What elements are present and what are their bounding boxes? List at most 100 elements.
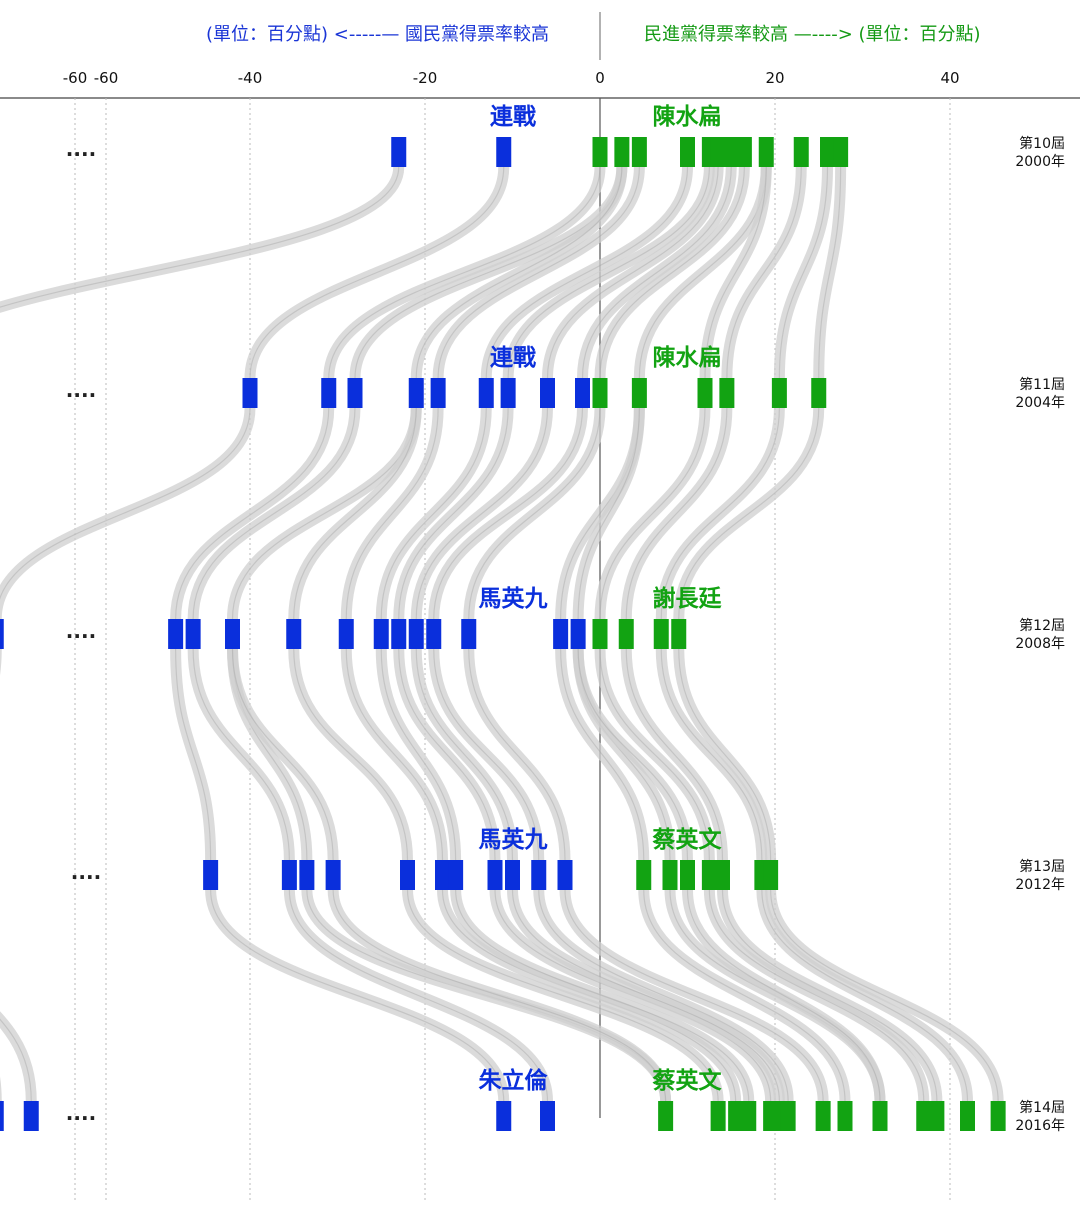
flow-line-core <box>485 166 689 379</box>
flow-line <box>283 889 553 1102</box>
kmt-district-bar <box>448 860 464 890</box>
flow-line-core <box>770 889 999 1102</box>
flow-line <box>594 407 711 620</box>
flow-line-core <box>625 407 728 620</box>
flow-line <box>717 889 943 1102</box>
election-year-label: 2012年 <box>1015 877 1065 893</box>
flow-line <box>0 166 405 313</box>
dpp-district-bar <box>811 378 827 408</box>
flow-line-core <box>175 648 212 861</box>
kmt-district-bar <box>540 378 555 408</box>
flow-line <box>410 648 518 861</box>
flow-line <box>187 648 295 861</box>
flow-line <box>673 407 825 620</box>
dpp-district-bar <box>741 1101 757 1131</box>
flow-line-core <box>249 166 505 379</box>
kmt-district-bar <box>540 1101 555 1131</box>
dpp-district-bar <box>780 1101 796 1131</box>
kmt-district-bar <box>391 137 407 167</box>
dpp-district-bar <box>990 1101 1006 1131</box>
flow-line-core <box>625 648 724 861</box>
dpp-district-bar <box>736 137 752 167</box>
dpp-district-bar <box>710 1101 726 1131</box>
flow-line <box>572 407 645 620</box>
flow-line-core <box>415 166 623 379</box>
x-tick-label: 0 <box>595 69 605 87</box>
flow-line-core <box>678 648 772 861</box>
flow-line-core <box>660 648 763 861</box>
flow-line-core <box>778 166 829 379</box>
kmt-candidate-name: 馬英九 <box>479 585 548 612</box>
kmt-district-bar <box>487 860 503 890</box>
dpp-district-bar <box>662 860 678 890</box>
flow-line <box>594 648 715 861</box>
flow-line-core <box>599 407 706 620</box>
flow-line <box>620 648 728 861</box>
flow-line <box>555 648 650 861</box>
flow-line <box>375 648 462 861</box>
flow-line-core <box>192 407 356 620</box>
flow-line-core <box>437 166 640 379</box>
flow-line <box>323 166 606 379</box>
flow-line <box>187 407 361 620</box>
dpp-candidate-name: 謝長廷 <box>653 585 723 612</box>
flow-line-core <box>398 407 509 620</box>
kmt-district-bar <box>500 378 516 408</box>
kmt-district-bar <box>496 1101 512 1131</box>
dpp-district-bar <box>771 378 787 408</box>
dpp-district-bar <box>763 860 779 890</box>
kmt-district-bar <box>321 378 337 408</box>
flow-line-core <box>406 889 719 1102</box>
overflow-marker: .... <box>66 1101 96 1125</box>
flow-line-core <box>708 889 925 1102</box>
dpp-district-bar <box>719 378 735 408</box>
flow-line <box>288 648 413 861</box>
dpp-candidate-name: 蔡英文 <box>652 1067 723 1094</box>
dpp-district-bar <box>710 137 726 167</box>
flow-line <box>703 889 930 1102</box>
x-tick-label: 20 <box>765 69 784 87</box>
kmt-district-bar <box>281 860 297 890</box>
flow-line-core <box>332 889 667 1102</box>
dpp-district-bar <box>820 137 835 167</box>
kmt-district-bar <box>338 619 354 649</box>
dpp-district-bar <box>723 137 739 167</box>
flow-line <box>428 407 588 620</box>
flow-line <box>393 407 514 620</box>
flow-line <box>765 889 1004 1102</box>
kmt-district-bar <box>373 619 389 649</box>
flow-line <box>463 407 606 620</box>
overflow-marker: .... <box>66 378 96 402</box>
election-year-label: 2004年 <box>1015 395 1065 411</box>
flow-line <box>170 648 217 861</box>
dpp-district-bar <box>671 619 687 649</box>
flow-line-core <box>328 166 601 379</box>
flow-line-core <box>415 648 514 861</box>
chart-labels: 連戰陳水扁第10屆2000年....連戰陳水扁第11屆2004年....馬英九謝… <box>66 104 1065 1134</box>
flow-line-core <box>433 407 584 620</box>
kmt-district-bar <box>426 619 442 649</box>
x-tick-label: -60 <box>94 69 119 87</box>
flow-line-core <box>721 889 938 1102</box>
flow-line-core <box>599 648 710 861</box>
flow-line-core <box>415 407 549 620</box>
flow-line-core <box>192 648 290 861</box>
dpp-district-bar <box>653 619 669 649</box>
kmt-district-bar <box>168 619 184 649</box>
kmt-candidate-name: 連戰 <box>490 345 536 371</box>
flow-line-core <box>511 889 780 1102</box>
flow-line-core <box>761 889 969 1102</box>
flow-line-core <box>581 166 732 379</box>
flow-line <box>410 407 553 620</box>
overflow-marker: .... <box>71 860 101 884</box>
flow-line <box>572 648 693 861</box>
flow-line-core <box>538 889 789 1102</box>
dpp-candidate-name: 蔡英文 <box>652 826 723 853</box>
flow-line <box>480 166 693 379</box>
kmt-district-bar <box>286 619 302 649</box>
kmt-district-bar <box>391 619 407 649</box>
kmt-district-bar <box>570 619 586 649</box>
flow-line-core <box>564 889 824 1102</box>
election-term-label: 第12屆 <box>1019 617 1065 634</box>
